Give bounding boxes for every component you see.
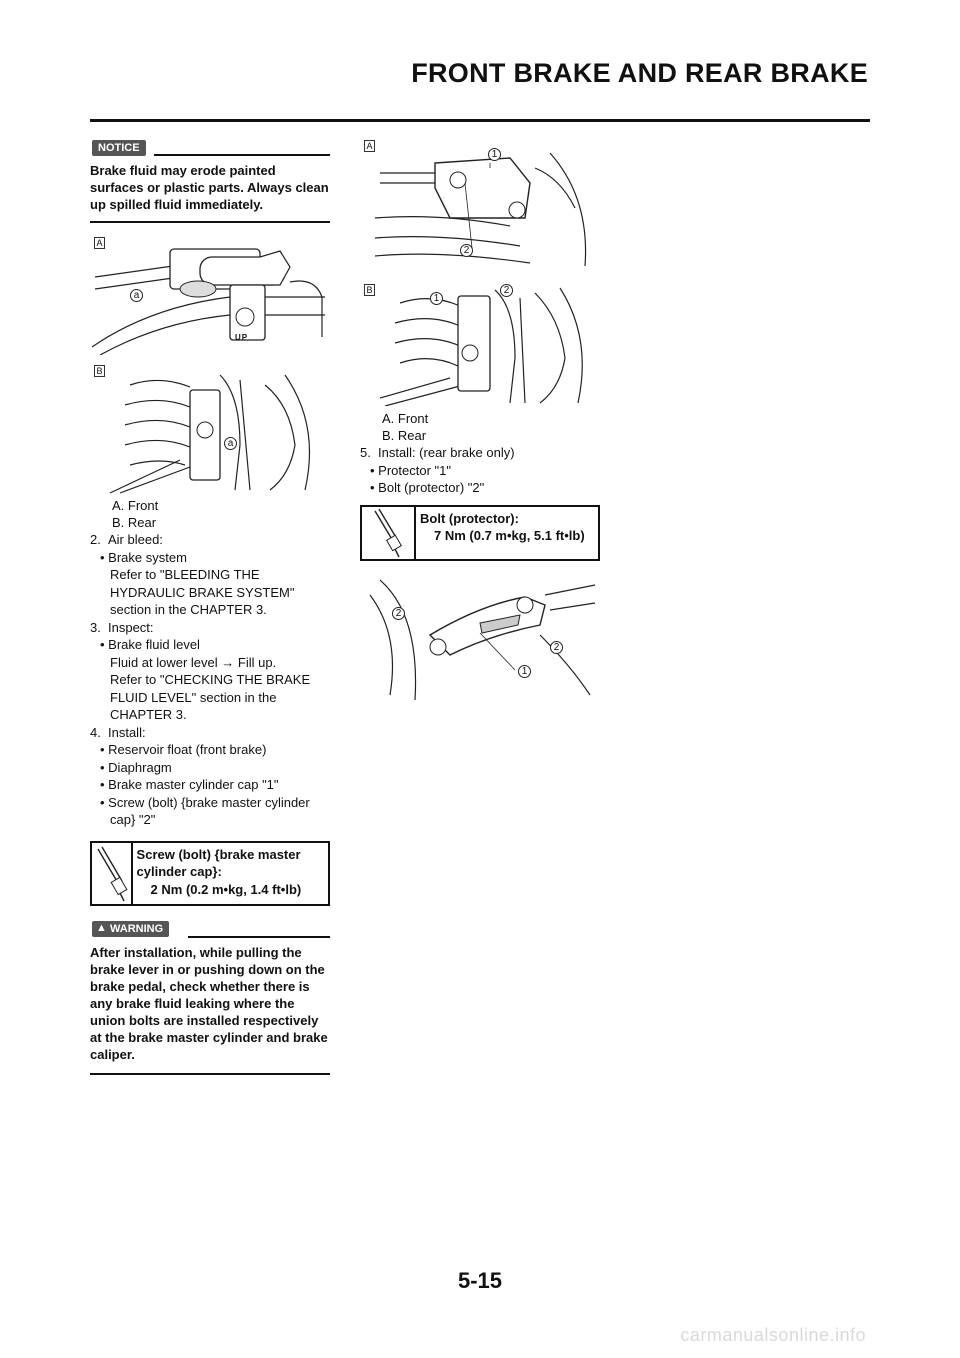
callout-2: 2 xyxy=(500,284,513,297)
notice-rule xyxy=(154,154,330,156)
caption-front: A. Front xyxy=(112,498,159,513)
caption-front: A. Front xyxy=(382,411,429,426)
warning-header: ▲WARNING xyxy=(90,918,330,940)
callout-a: a xyxy=(130,289,143,302)
step-number: 5. xyxy=(360,445,371,460)
rear-cap-illustration xyxy=(379,287,583,406)
torque-spec-box: Screw (bolt) {brake master cylinder cap}… xyxy=(90,840,330,906)
notice-text: Brake fluid may erode painted surfaces o… xyxy=(90,163,329,212)
figure-rear-protector-install: 2 2 1 xyxy=(360,575,600,703)
torque-wrench-icon xyxy=(362,506,416,559)
watermark: carmanualsonline.info xyxy=(680,1325,866,1345)
callout-1: 1 xyxy=(488,148,501,161)
figure-front-protector: A 1 2 xyxy=(360,138,600,268)
callout-1: 1 xyxy=(430,292,443,305)
bullet-item: • Brake fluid level xyxy=(100,637,200,652)
bullet-item: • Reservoir float (front brake) xyxy=(100,742,267,757)
bullet-item: • Bolt (protector) "2" xyxy=(370,480,485,495)
bullet-text: Bolt (protector) "2" xyxy=(378,480,485,495)
torque-spec-value: 7 Nm (0.7 m•kg, 5.1 ft•lb) xyxy=(434,528,585,543)
bullet-text: Brake fluid level xyxy=(108,637,200,652)
figure-rear-master-cylinder: B a xyxy=(90,365,330,495)
bullet-item: • Protector "1" xyxy=(370,462,451,478)
bullet-item: • Screw (bolt) {brake master cylinder ca… xyxy=(100,794,310,828)
step-title: Install: (rear brake only) xyxy=(378,445,515,460)
step-title: Air bleed: xyxy=(108,532,163,547)
callout-2: 2 xyxy=(392,606,405,620)
bullet-item: • Brake system xyxy=(100,549,187,565)
header-rule xyxy=(90,119,870,122)
callout-2: 2 xyxy=(550,640,563,654)
notice-end-rule xyxy=(90,221,330,223)
caption-rear: B. Rear xyxy=(112,515,157,530)
bullet-text: Protector "1" xyxy=(378,462,451,478)
figure-letter: B xyxy=(94,365,105,377)
torque-spec: Screw (bolt) {brake master cylinder cap}… xyxy=(133,843,328,905)
step-3-reference: Refer to "CHECKING THE BRAKE FLUID LEVEL… xyxy=(110,672,311,722)
page-title: FRONT BRAKE AND REAR BRAKE xyxy=(411,58,868,88)
bullet-text: Screw (bolt) {brake master cylinder cap}… xyxy=(108,794,310,828)
notice-badge: NOTICE xyxy=(92,140,146,156)
warning-rule xyxy=(188,936,330,938)
figure-letter: B xyxy=(364,284,375,296)
figure-rear-protector: B 1 2 xyxy=(360,278,600,406)
step-4: 4. Install: xyxy=(90,724,330,742)
protector-illustration xyxy=(369,579,596,700)
figure-letter: A xyxy=(94,237,105,249)
bullet-item: • Brake master cylinder cap "1" xyxy=(100,777,279,792)
step-number: 2. xyxy=(90,532,101,547)
torque-wrench-icon xyxy=(92,842,133,904)
step-title: Install: xyxy=(108,724,146,740)
torque-spec: Bolt (protector): 7 Nm (0.7 m•kg, 5.1 ft… xyxy=(416,507,589,559)
step-number: 3. xyxy=(90,619,101,635)
figure-letter: A xyxy=(364,140,375,152)
caption-rear: B. Rear xyxy=(382,428,427,443)
torque-spec-box: Bolt (protector): 7 Nm (0.7 m•kg, 5.1 ft… xyxy=(360,504,600,561)
bullet-text: Brake master cylinder cap "1" xyxy=(108,777,279,792)
notice-header: NOTICE xyxy=(90,138,330,158)
front-reservoir-illustration xyxy=(91,248,325,355)
warning-text: After installation, while pulling the br… xyxy=(90,945,328,1062)
left-column: NOTICE Brake fluid may erode painted sur… xyxy=(90,138,330,1075)
right-column: A 1 2 B 1 2 A. Front B. Rear 5. Install: … xyxy=(360,138,600,703)
step-number: 4. xyxy=(90,724,101,740)
torque-spec-value: 2 Nm (0.2 m•kg, 1.4 ft•lb) xyxy=(150,881,302,897)
warning-badge: ▲WARNING xyxy=(92,921,170,937)
bullet-text: Reservoir float (front brake) xyxy=(108,742,267,757)
step-title: Inspect: xyxy=(108,619,154,635)
page-number: 5-15 xyxy=(457,1268,503,1293)
step-2-reference: Refer to "BLEEDING THE HYDRAULIC BRAKE S… xyxy=(110,567,295,617)
callout-1: 1 xyxy=(518,664,531,678)
up-mark: UP xyxy=(235,333,249,342)
bullet-text: Diaphragm xyxy=(108,759,172,775)
bullet-item: • Diaphragm xyxy=(100,759,172,775)
figure-front-master-cylinder: A a UP xyxy=(90,237,330,355)
bullet-text: Brake system xyxy=(108,549,187,565)
step-2: 2. Air bleed: xyxy=(90,531,330,549)
step-5: 5. Install: (rear brake only) xyxy=(360,444,600,462)
step-3: 3. Inspect: xyxy=(90,619,330,637)
warning-triangle-icon: ▲ xyxy=(96,922,107,934)
warning-label: WARNING xyxy=(110,923,164,935)
step-3-condition: Fluid at lower level → Fill up. xyxy=(110,654,277,670)
rear-reservoir-illustration xyxy=(109,374,311,494)
warning-end-rule xyxy=(90,1073,330,1075)
callout-a: a xyxy=(224,437,237,450)
callout-2: 2 xyxy=(460,244,473,257)
torque-spec-title: Bolt (protector): xyxy=(420,510,519,526)
torque-spec-title: Screw (bolt) {brake master cylinder cap}… xyxy=(136,846,301,880)
front-cap-illustration xyxy=(374,152,587,267)
